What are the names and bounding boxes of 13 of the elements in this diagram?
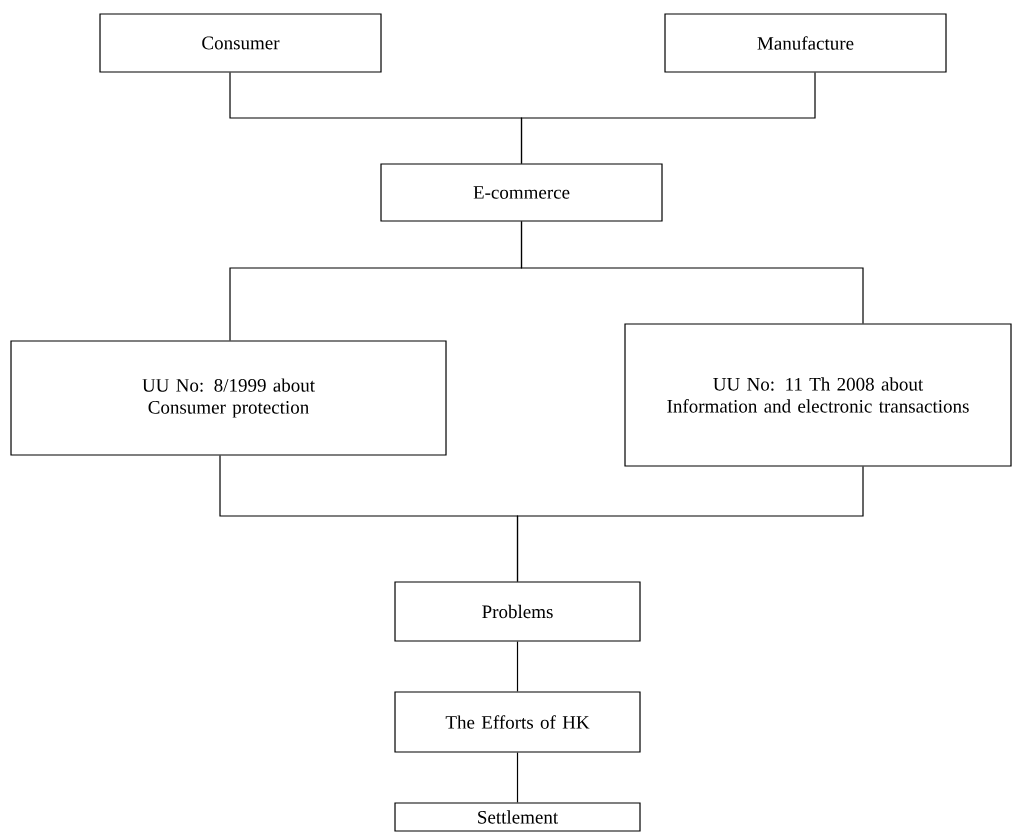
process-box: Consumer [99,13,382,73]
process-box: The Efforts of HK [394,691,641,753]
process-box: Settlement [394,802,641,832]
process-box: UU No: 8/1999 about Consumer protection [10,340,447,456]
connector-line [516,752,519,803]
process-box: Manufacture [664,13,947,73]
connector-line [516,641,519,692]
process-box: UU No: 11 Th 2008 about Information and electronic transactions [624,323,1012,467]
connector-line [520,221,864,324]
connector-line [520,72,816,164]
connector-line [516,466,864,582]
process-box: Problems [394,581,641,642]
process-box: E-commerce [380,163,663,222]
